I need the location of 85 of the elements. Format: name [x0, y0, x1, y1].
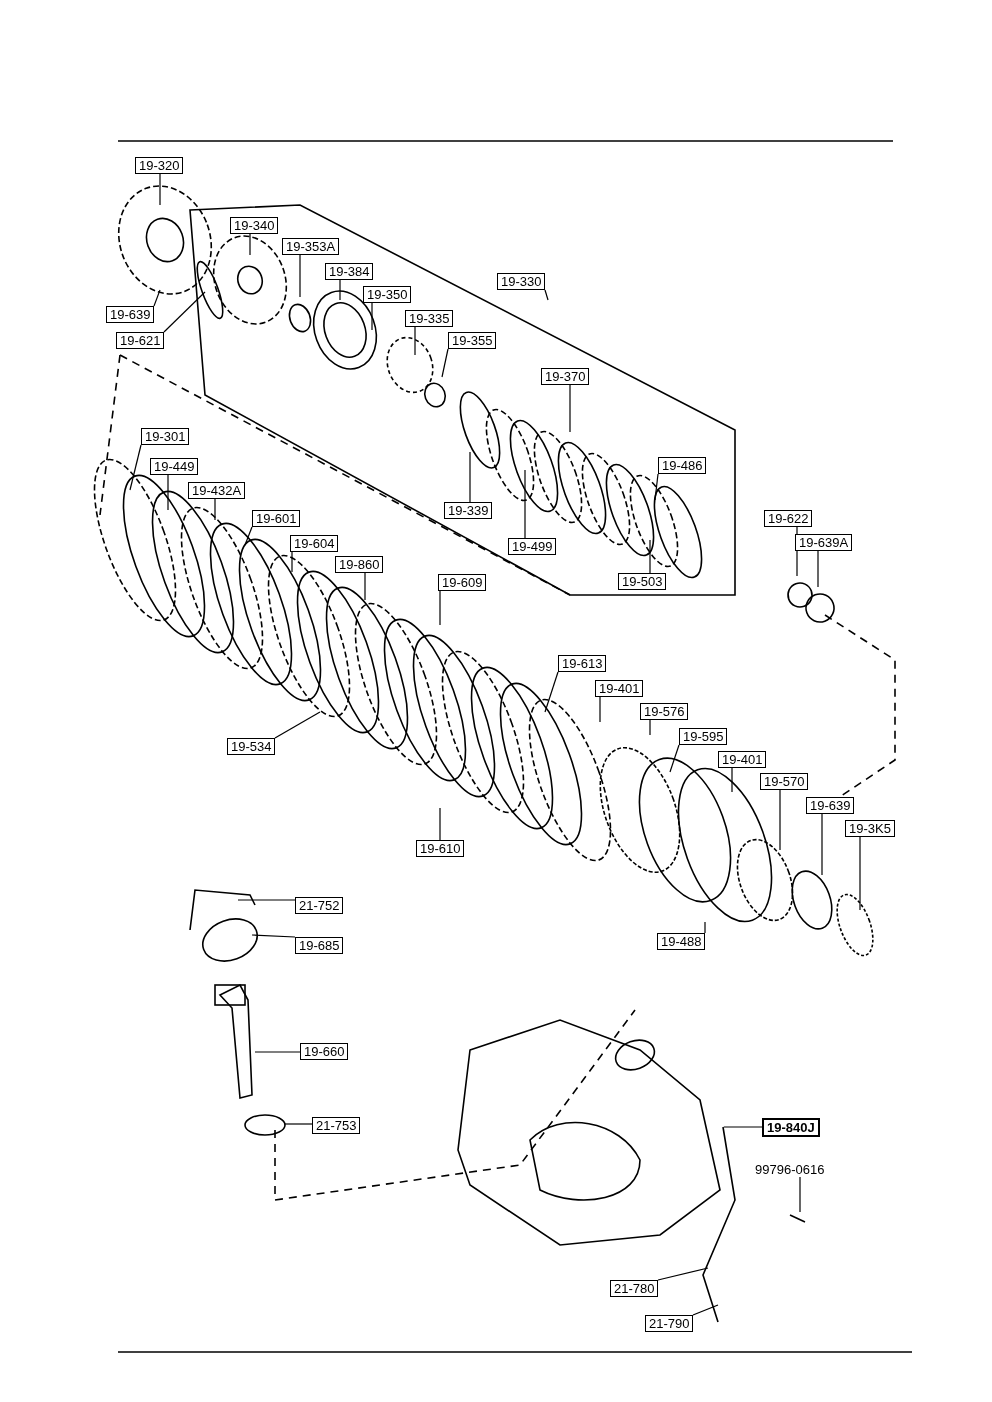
- part-number-label: 19-486: [658, 457, 707, 474]
- part-number-label: 19-610: [416, 840, 465, 857]
- part-number-label: 19-432A: [188, 482, 246, 499]
- part-number-label: 19-355: [448, 332, 497, 349]
- part-number: 99796-0616: [752, 1162, 828, 1177]
- part-number-label: 19-350: [363, 286, 412, 303]
- part-number-label: 19-639A: [795, 534, 853, 551]
- leader-line: [167, 474, 169, 511]
- part-number-label: 19-401: [595, 680, 644, 697]
- part-number-label: 19-503: [618, 573, 667, 590]
- leader-line: [251, 934, 296, 938]
- leader-line: [731, 767, 733, 793]
- part-number-label: 19-860: [335, 556, 384, 573]
- leader-line: [299, 254, 301, 298]
- part-number-label: 19-639: [806, 797, 855, 814]
- part-number-label: 19-353A: [282, 238, 340, 255]
- part-number-label: 19-3K5: [845, 820, 895, 837]
- part-number-label: 21-790: [645, 1315, 694, 1332]
- part-number-label: 19-499: [508, 538, 557, 555]
- leader-line: [821, 813, 823, 876]
- leader-line: [859, 836, 861, 911]
- leader-line: [649, 539, 651, 574]
- part-number-label: 19-370: [541, 368, 590, 385]
- part-number-label: 21-752: [295, 897, 344, 914]
- leader-line: [237, 899, 296, 901]
- part-number-label: 19-595: [679, 728, 728, 745]
- part-number-label: 21-780: [610, 1280, 659, 1297]
- part-number-label: 19-401: [718, 751, 767, 768]
- leader-line: [163, 291, 206, 333]
- leader-line: [649, 719, 651, 736]
- part-number-label: 19-622: [764, 510, 813, 527]
- part-number-label: 19-621: [116, 332, 165, 349]
- leader-line: [654, 473, 659, 501]
- leader-line: [469, 451, 471, 503]
- leader-line: [129, 444, 142, 491]
- part-number-label: 19-488: [657, 933, 706, 950]
- part-number-label: 19-840J: [762, 1118, 820, 1137]
- part-number-label: 19-339: [444, 502, 493, 519]
- part-number-label: 19-449: [150, 458, 199, 475]
- leader-line: [817, 550, 819, 588]
- leader-line: [153, 289, 161, 307]
- leader-line: [284, 1123, 313, 1125]
- leader-line: [669, 744, 680, 773]
- leader-line: [779, 789, 781, 851]
- leader-line: [249, 233, 251, 256]
- leader-line: [544, 289, 549, 301]
- leader-line: [657, 1267, 709, 1281]
- leader-line: [524, 469, 526, 539]
- leader-line: [544, 671, 559, 713]
- leader-line: [339, 279, 341, 301]
- part-number-label: 19-685: [295, 937, 344, 954]
- part-number-label: 21-753: [312, 1117, 361, 1134]
- part-number-label: 19-320: [135, 157, 184, 174]
- leader-line: [692, 1304, 719, 1316]
- part-number-label: 19-384: [325, 263, 374, 280]
- part-number-label: 19-604: [290, 535, 339, 552]
- leader-line: [414, 326, 416, 356]
- leader-line: [569, 384, 571, 433]
- part-number-label: 19-340: [230, 217, 279, 234]
- leader-line: [274, 711, 321, 739]
- part-number-label: 19-335: [405, 310, 454, 327]
- leader-line: [244, 526, 253, 546]
- part-number-label: 19-576: [640, 703, 689, 720]
- part-number-label: 19-639: [106, 306, 155, 323]
- leader-line: [439, 590, 441, 626]
- leader-line: [159, 173, 161, 206]
- leader-line: [723, 1126, 763, 1128]
- part-number-label: 19-534: [227, 738, 276, 755]
- leader-line: [441, 348, 449, 378]
- part-number-label: 19-570: [760, 773, 809, 790]
- leader-line: [599, 696, 601, 723]
- part-number-label: 19-301: [141, 428, 190, 445]
- leader-line: [439, 807, 441, 841]
- leader-line: [214, 498, 216, 521]
- leader-line: [291, 551, 293, 573]
- part-number-label: 19-660: [300, 1043, 349, 1060]
- part-number-label: 19-330: [497, 273, 546, 290]
- part-number-label: 19-609: [438, 574, 487, 591]
- leader-line: [799, 1176, 801, 1213]
- leader-line: [254, 1051, 301, 1053]
- part-number-label: 19-613: [558, 655, 607, 672]
- leader-line: [371, 302, 373, 331]
- part-number-label: 19-601: [252, 510, 301, 527]
- leader-line: [364, 572, 366, 601]
- leader-line: [704, 921, 706, 934]
